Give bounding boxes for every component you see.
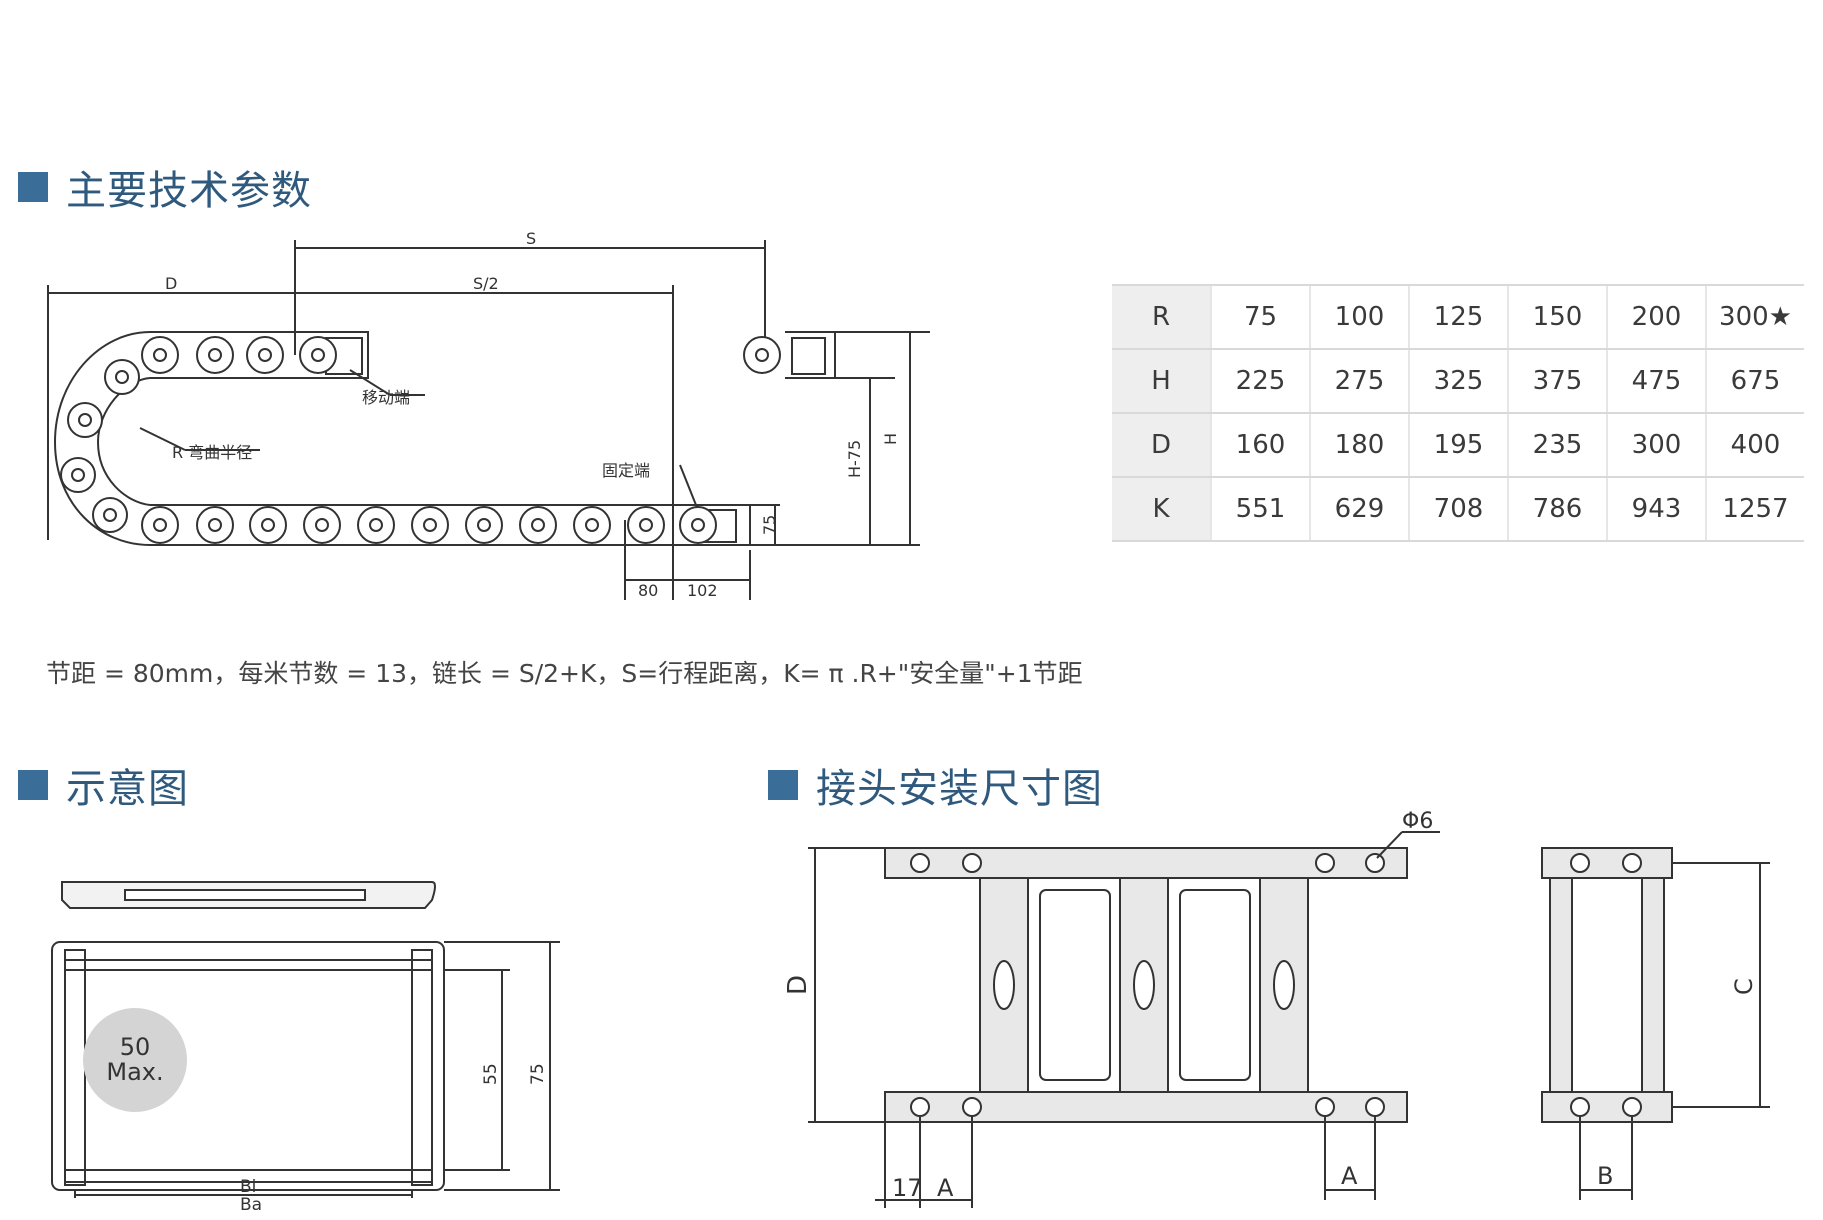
label-75: 75	[760, 515, 779, 535]
label-a-left: A	[937, 1174, 954, 1202]
mount-title-text: 接头安装尺寸图	[816, 766, 1103, 812]
spec-cell: 150	[1507, 284, 1607, 350]
label-phi6: Φ6	[1402, 809, 1433, 834]
spec-cell: 786	[1507, 476, 1607, 542]
spec-cell: 125	[1408, 284, 1508, 350]
label-h: H	[881, 433, 900, 445]
spec-cell: 100	[1309, 284, 1409, 350]
spec-cell: 225	[1210, 348, 1310, 414]
drag-chain-drawing: S D S/2 移动端 R 弯曲半径 固定端 80 102 H H-75 75	[47, 229, 930, 600]
mount-drawing: Φ6 D 17 A A C B	[783, 809, 1770, 1208]
spec-row-label: K	[1112, 476, 1211, 542]
label-b: B	[1597, 1162, 1613, 1190]
label-17: 17	[892, 1174, 923, 1202]
formula-text: 节距 = 80mm，每米节数 = 13，链长 = S/2+K，S=行程距离，K=…	[46, 659, 1083, 688]
diagram-title-text: 示意图	[66, 766, 189, 812]
label-55: 55	[481, 1063, 501, 1085]
diagram-section-title: 示意图	[18, 756, 189, 814]
spec-cell: 943	[1606, 476, 1706, 542]
spec-cell: 300	[1606, 412, 1706, 478]
mount-section-title: 接头安装尺寸图	[768, 756, 1103, 814]
spec-cell: 160	[1210, 412, 1310, 478]
label-80: 80	[638, 581, 658, 600]
cross-section-drawing: 50 Max. 55 75 Bi Ba	[51, 881, 560, 1210]
label-75: 75	[528, 1063, 548, 1085]
spec-cell: 675	[1705, 348, 1804, 414]
spec-cell: 629	[1309, 476, 1409, 542]
label-s: S	[526, 229, 536, 248]
spec-cell: 475	[1606, 348, 1706, 414]
title-square-icon	[18, 770, 48, 800]
label-bend-radius: R 弯曲半径	[172, 443, 252, 462]
label-d: D	[783, 975, 813, 995]
label-bi: Bi	[240, 1177, 256, 1197]
spec-row-label: D	[1112, 412, 1211, 478]
label-h75: H-75	[845, 440, 864, 478]
spec-cell: 75	[1210, 284, 1310, 350]
spec-cell: 180	[1309, 412, 1409, 478]
spec-cell: 1257	[1705, 476, 1804, 542]
spec-cell: 325	[1408, 348, 1508, 414]
label-c: C	[1730, 978, 1758, 995]
spec-cell: 275	[1309, 348, 1409, 414]
title-square-icon	[18, 172, 48, 202]
spec-cell: 300★	[1705, 284, 1804, 350]
label-a-right: A	[1341, 1162, 1358, 1190]
spec-cell: 551	[1210, 476, 1310, 542]
label-ba: Ba	[240, 1195, 262, 1210]
label-s2: S/2	[473, 274, 499, 293]
spec-cell: 400	[1705, 412, 1804, 478]
label-fixed-end: 固定端	[602, 461, 650, 480]
spec-cell: 200	[1606, 284, 1706, 350]
spec-cell: 235	[1507, 412, 1607, 478]
spec-cell: 375	[1507, 348, 1607, 414]
spec-row-label: H	[1112, 348, 1211, 414]
max-cable-circle	[83, 1008, 187, 1112]
spec-cell: 195	[1408, 412, 1508, 478]
circle-line2: Max.	[106, 1058, 163, 1086]
label-d: D	[165, 274, 177, 293]
params-section-title: 主要技术参数	[18, 158, 312, 216]
params-title-text: 主要技术参数	[66, 168, 312, 214]
label-102: 102	[687, 581, 718, 600]
spec-cell: 708	[1408, 476, 1508, 542]
title-square-icon	[768, 770, 798, 800]
spec-row-label: R	[1112, 284, 1211, 350]
label-moving-end: 移动端	[362, 388, 410, 407]
circle-line1: 50	[120, 1033, 151, 1061]
